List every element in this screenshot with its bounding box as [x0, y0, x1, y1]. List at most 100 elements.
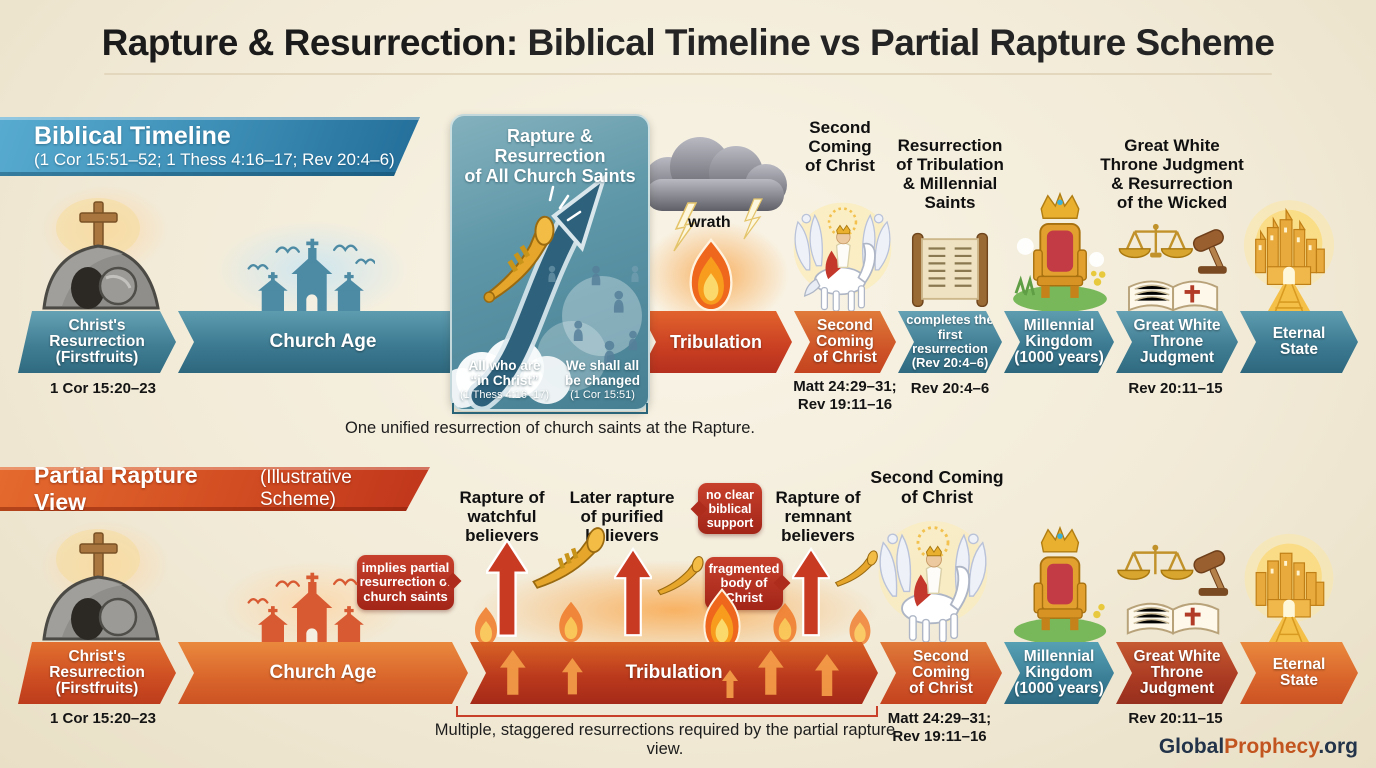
wrath-label: wrath [688, 214, 731, 231]
segment-ref: (Rev 20:4–6) [911, 355, 989, 371]
ref-gwt-top: Rev 20:11–15 [1128, 380, 1223, 397]
ref-christ-resurrection-top: 1 Cor 15:20–23 [50, 380, 156, 397]
segment-label: Great White Throne Judgment [1133, 647, 1221, 698]
flame-small-4 [849, 608, 871, 646]
tribulation-arrows-decor [470, 642, 878, 704]
judgment-scales-gavel-book-icon-bottom [1117, 544, 1229, 635]
segment-first-resurrection-top: completes the first resurrection (Rev 20… [898, 311, 1002, 373]
empty-tomb-icon [42, 198, 160, 310]
label-rapture-watchful: Rapture of watchful believers [459, 488, 545, 546]
rapture-arrow-1 [486, 538, 528, 637]
segment-label: Tribulation [670, 331, 762, 352]
label-second-coming-top: Second Coming of Christ [805, 118, 875, 176]
scroll-of-saints-icon [911, 232, 989, 308]
segment-label: Tribulation [625, 662, 723, 683]
christ-second-coming-icon [793, 202, 892, 312]
partial-banner-subtitle: (Illustrative Scheme) [259, 467, 352, 510]
segment-church-age-bottom: Church Age [178, 642, 468, 704]
biblical-banner-refs: (1 Cor 15:51–52; 1 Thess 4:16–17; Rev 20… [34, 149, 395, 169]
segment-christs-resurrection-bottom: Christ's Resurrection (Firstfruits) [18, 642, 176, 704]
flame-small-2 [559, 601, 583, 643]
segment-second-coming-bottom: Second Coming of Christ [880, 642, 1002, 704]
segment-label: Church Age [269, 331, 377, 352]
segment-label: Millennial Kingdom (1000 years) [1014, 316, 1104, 367]
title-divider [104, 73, 1272, 75]
millennial-throne-icon-bottom [1013, 526, 1107, 644]
segment-tribulation-top: Tribulation [640, 311, 792, 373]
ref-first-resurrection: Rev 20:4–6 [910, 380, 990, 397]
segment-label: Eternal State [1272, 324, 1326, 358]
empty-tomb-icon-bottom [42, 529, 160, 641]
segment-label: Christ's Resurrection (Firstfruits) [49, 647, 145, 698]
page-title-rest: Biblical Timeline vs Partial Rapture Sch… [517, 22, 1275, 63]
rapture-arrow-2 [614, 546, 652, 637]
biblical-timeline-banner: Biblical Timeline (1 Cor 15:51–52; 1 The… [0, 117, 420, 176]
label-trib-millennial-saints: Resurrection of Tribulation & Millennial… [896, 136, 1004, 213]
segment-label: Christ's Resurrection (Firstfruits) [49, 316, 145, 367]
segment-label: Second Coming of Christ [813, 316, 877, 367]
segment-label: Second Coming of Christ [909, 647, 973, 698]
judgment-scales-gavel-book-icon [1118, 223, 1227, 312]
brand-prophecy: Prophecy [1224, 735, 1319, 758]
church-age-icon [247, 238, 375, 312]
biblical-caption: One unified resurrection of church saint… [345, 419, 755, 437]
tribulation-flame-icon [689, 238, 733, 312]
label-second-coming-bottom: Second Coming of Christ [870, 467, 1004, 507]
rapture-resurrection-box: Rapture & Resurrection of All Church Sai… [450, 114, 650, 411]
segment-millennial-kingdom-bottom: Millennial Kingdom (1000 years) [1004, 642, 1114, 704]
church-age-icon-bottom [247, 572, 364, 646]
rapture-box-left-note: All who are “in Christ” (1 Thess 4:16–17… [460, 358, 549, 401]
unified-resurrection-bracket [452, 403, 648, 414]
trumpet-icon [483, 215, 555, 303]
rapture-box-right-note: We shall all be changed (1 Cor 15:51) [565, 358, 641, 401]
trumpet-icon-2 [657, 556, 704, 596]
badge-no-clear-biblical-support: no clear biblical support [698, 483, 762, 534]
segment-eternal-state-bottom: Eternal State [1240, 642, 1358, 704]
flame-small-3 [773, 603, 797, 643]
badge-implies-partial-resurrection: implies partial resurrection of church s… [357, 555, 454, 610]
segment-label: Church Age [269, 662, 377, 683]
segment-label: Great White Throne Judgment [1133, 316, 1221, 367]
page-title-lead: Rapture & Resurrection: [101, 22, 519, 63]
ref-second-coming-bottom: Matt 24:29–31; Rev 19:11–16 [887, 710, 992, 745]
wrath-storm-cloud-icon [644, 137, 787, 252]
segment-tribulation-bottom: Tribulation [470, 642, 878, 704]
biblical-banner-title: Biblical Timeline [34, 122, 231, 151]
flame-small-1 [475, 607, 497, 645]
christ-second-coming-icon-bottom [878, 521, 988, 643]
ref-gwt-bottom: Rev 20:11–15 [1128, 710, 1223, 727]
label-great-white-throne-top: Great White Throne Judgment & Resurrecti… [1100, 136, 1244, 213]
partial-rapture-banner: Partial Rapture View (Illustrative Schem… [0, 467, 430, 511]
segment-great-white-throne-bottom: Great White Throne Judgment [1116, 642, 1238, 704]
rapture-box-title: Rapture & Resurrection of All Church Sai… [464, 126, 636, 187]
segment-church-age-top: Church Age [178, 311, 468, 373]
trumpet-icon-1 [532, 527, 606, 589]
trumpet-icon-3 [834, 550, 878, 587]
segment-label: Eternal State [1272, 655, 1326, 689]
segment-great-white-throne-top: Great White Throne Judgment [1116, 311, 1238, 373]
rapture-arrow-3 [792, 546, 830, 637]
brand-global: Global [1158, 735, 1225, 758]
label-rapture-remnant: Rapture of remnant believers [775, 488, 861, 546]
ref-second-coming-top: Matt 24:29–31; Rev 19:11–16 [793, 378, 897, 413]
brand-tld: .org [1318, 735, 1358, 758]
staggered-resurrections-bracket [456, 706, 878, 717]
ref-christ-resurrection-bottom: 1 Cor 15:20–23 [50, 710, 156, 727]
page-title: Rapture & Resurrection: Biblical Timelin… [0, 22, 1376, 64]
eternal-city-icon [1243, 200, 1335, 312]
eternal-city-icon-bottom [1244, 533, 1334, 644]
segment-christs-resurrection-top: Christ's Resurrection (Firstfruits) [18, 311, 176, 373]
segment-label: completes the first resurrection [906, 312, 994, 356]
segment-second-coming-top: Second Coming of Christ [794, 311, 896, 373]
millennial-throne-icon [1013, 192, 1107, 312]
right-note-label: We shall all be changed [565, 358, 641, 389]
rapture-box-footnotes: All who are “in Christ” (1 Thess 4:16–17… [452, 358, 648, 401]
segment-millennial-kingdom-top: Millennial Kingdom (1000 years) [1004, 311, 1114, 373]
segment-label: Millennial Kingdom (1000 years) [1014, 647, 1104, 698]
left-note-label: All who are “in Christ” [468, 358, 541, 389]
rapture-box-art [452, 172, 642, 409]
partial-banner-title: Partial Rapture View [34, 462, 198, 515]
brand-watermark: GlobalProphecy.org [1159, 735, 1358, 759]
label-later-rapture-purified: Later rapture of purified believers [569, 488, 675, 546]
